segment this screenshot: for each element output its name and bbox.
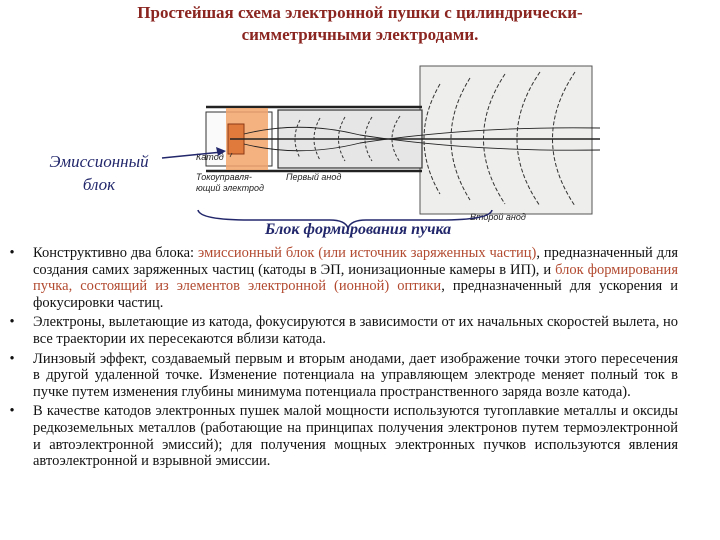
emission-block-label: Эмиссионный блок: [34, 150, 164, 196]
list-item: • Конструктивно два блока: эмиссионный б…: [6, 245, 678, 311]
second-anode-body: [419, 65, 593, 215]
bullet-list: • Конструктивно два блока: эмиссионный б…: [6, 245, 678, 473]
beam-formation-block-label: Блок формирования пучка: [265, 221, 452, 238]
emission-block-label-line-1: Эмиссионный: [49, 152, 149, 171]
emission-block-label-line-2: блок: [82, 175, 116, 194]
bullet-dot: •: [9, 350, 15, 367]
control-label-2: ющий электрод: [196, 183, 264, 193]
control-label-1: Токоуправля-: [196, 172, 252, 182]
beam-trajectory: [243, 127, 601, 152]
cathode-label: Катод: [196, 152, 224, 162]
bullet-dot: •: [9, 403, 15, 420]
bullet-3-text: Линзовый эффект, создаваемый первым и вт…: [33, 350, 678, 400]
formation-block-brace: [197, 209, 493, 231]
page-title: Простейшая схема электронной пушки с цил…: [80, 2, 640, 46]
bullet-1-part-3: , предназначенный для ускорения и фокуси…: [33, 278, 679, 311]
list-item: • Электроны, вылетающие из катода, фокус…: [6, 314, 678, 347]
bullet-1-part-1: Конструктивно два блока:: [33, 245, 198, 261]
bullet-1-highlight-2: блок формирования пучка, состоящий из эл…: [33, 261, 678, 295]
list-item: • Линзовый эффект, создаваемый первым и …: [6, 351, 678, 401]
emission-arrow: [161, 151, 223, 159]
bullet-1-part-2: , предназначенный для создания самих зар…: [33, 245, 678, 278]
beam-trajectory: [243, 126, 601, 151]
bullet-4-text: В качестве катодов электронных пушек мал…: [33, 403, 678, 470]
bullet-1-highlight-1: эмиссионный блок (или источник заряженны…: [198, 245, 537, 261]
second-anode-label: Второй анод: [470, 212, 526, 222]
bullet-dot: •: [9, 245, 15, 261]
bullet-dot: •: [9, 314, 15, 331]
electron-gun-diagram: Катод Токоуправля- ющий электрод Первый …: [161, 65, 601, 231]
bullet-2-text: Электроны, вылетающие из катода, фокусир…: [33, 314, 678, 347]
title-line-1: Простейшая схема электронной пушки с цил…: [137, 3, 583, 22]
list-item: • В качестве катодов электронных пушек м…: [6, 403, 678, 469]
first-anode-label: Первый анод: [286, 172, 341, 182]
title-line-2: симметричными электродами.: [241, 25, 479, 44]
